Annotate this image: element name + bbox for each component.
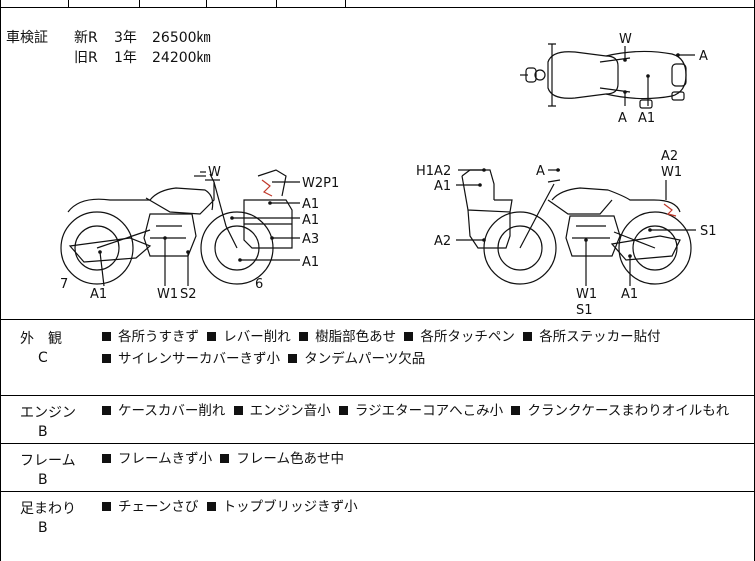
mark-label: W1 bbox=[157, 287, 178, 302]
section-grade: C bbox=[38, 350, 48, 366]
mark-label: A bbox=[536, 164, 545, 179]
mark-label: H1A2 bbox=[416, 164, 451, 179]
section-title: 外 観 bbox=[20, 331, 62, 347]
top-cell-divider bbox=[139, 0, 140, 7]
mark-label: A1 bbox=[434, 179, 451, 194]
top-cell-divider bbox=[345, 0, 346, 7]
mark-label: A bbox=[699, 49, 708, 64]
damage-labels: W A A A1 W W2P1 A1 A1 A3 A1 7 6 A1 W1 S2… bbox=[60, 32, 717, 318]
mark-label: A1 bbox=[621, 287, 638, 302]
top-cell-divider bbox=[68, 0, 69, 7]
mark-label: A3 bbox=[302, 232, 319, 247]
mark-label: A1 bbox=[302, 255, 319, 270]
mark-label: S2 bbox=[180, 287, 197, 302]
mark-label: A1 bbox=[302, 213, 319, 228]
mark-label: A2 bbox=[661, 149, 678, 164]
section-frame: フレーム B フレームきず小 フレーム色あせ中 bbox=[0, 444, 755, 491]
bike-right-view bbox=[461, 169, 692, 285]
section-title: フレーム bbox=[20, 453, 76, 469]
section-notes: チェーンさび トップブリッジきず小 bbox=[98, 496, 743, 518]
mark-label: W2P1 bbox=[302, 176, 339, 191]
mark-label: W1 bbox=[576, 287, 597, 302]
left-border bbox=[0, 0, 1, 561]
section-title: 足まわり bbox=[20, 501, 76, 517]
diagram-bottom-border bbox=[0, 319, 755, 320]
mark-label: A1 bbox=[90, 287, 107, 302]
damage-leaders bbox=[99, 46, 696, 287]
mark-label: A bbox=[618, 111, 627, 126]
mark-label: S1 bbox=[700, 224, 717, 239]
top-border bbox=[0, 7, 755, 8]
section-divider bbox=[0, 443, 755, 444]
section-engine: エンジン B ケースカバー削れ エンジン音小 ラジエターコアへこみ小 クランクケ… bbox=[0, 396, 755, 443]
section-grade: B bbox=[38, 472, 48, 488]
bike-left-view bbox=[60, 169, 293, 285]
top-cell-divider bbox=[206, 0, 207, 7]
section-suspension: 足まわり B チェーンさび トップブリッジきず小 bbox=[0, 492, 755, 561]
mark-label: A1 bbox=[302, 197, 319, 212]
section-grade: B bbox=[38, 424, 48, 440]
bike-top-view bbox=[520, 43, 687, 109]
section-exterior: 外 観 C 各所うすきず レバー削れ 樹脂部色あせ 各所タッチペン 各所ステッカ… bbox=[0, 320, 755, 395]
mark-label: A2 bbox=[434, 234, 451, 249]
registration-label: 車検証 bbox=[6, 30, 48, 46]
section-title: エンジン bbox=[20, 405, 76, 421]
section-divider bbox=[0, 395, 755, 396]
damage-diagram: W A A A1 W W2P1 A1 A1 A3 A1 7 6 A1 W1 S2… bbox=[60, 32, 717, 318]
leader-dots bbox=[98, 53, 680, 262]
mark-label: 6 bbox=[255, 277, 263, 292]
section-grade: B bbox=[38, 520, 48, 536]
mark-label: 7 bbox=[60, 277, 68, 292]
mark-label: A1 bbox=[638, 111, 655, 126]
top-cell-divider bbox=[276, 0, 277, 7]
mark-label: W bbox=[619, 32, 632, 47]
mark-label: W bbox=[208, 165, 221, 180]
mark-label: W1 bbox=[661, 165, 682, 180]
section-divider bbox=[0, 491, 755, 492]
section-notes: フレームきず小 フレーム色あせ中 bbox=[98, 448, 743, 470]
section-notes: 各所うすきず レバー削れ 樹脂部色あせ 各所タッチペン 各所ステッカー貼付 サイ… bbox=[98, 326, 743, 370]
section-notes: ケースカバー削れ エンジン音小 ラジエターコアへこみ小 クランクケースまわりオイ… bbox=[98, 400, 743, 422]
mark-label: S1 bbox=[576, 303, 593, 318]
